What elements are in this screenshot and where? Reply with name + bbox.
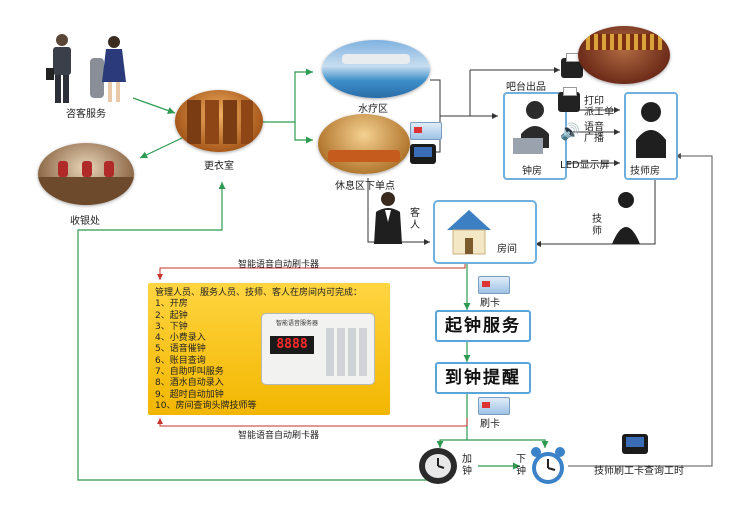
capability-item: 6、账目查询 [155, 355, 206, 366]
cashier-label: 收银处 [70, 216, 100, 227]
arrow-locker-to-cashier [139, 137, 183, 159]
lounge-terminal-icon [410, 144, 436, 164]
locker-room-photo [175, 90, 263, 152]
room-label: 房间 [497, 244, 517, 255]
alarm-clock-icon [531, 447, 565, 484]
guest-service-label: 咨客服务 [66, 109, 106, 120]
bar-photo [578, 26, 670, 84]
room-box: 房间 [433, 200, 537, 264]
add-clock-label: 加钟 [462, 454, 472, 477]
swipe-card-icon-1 [478, 276, 510, 294]
print-ticket-label: 打印派工单 [584, 96, 614, 118]
arrow-loop-to-locker [77, 182, 430, 481]
capability-item: 8、酒水自动录入 [155, 378, 224, 389]
arrow-tech-swipe-loop [568, 153, 713, 467]
end-clock-label: 下钟 [516, 454, 526, 477]
time-reminder-box: 到钟提醒 [435, 362, 531, 394]
card-reader-bottom-label: 智能语音自动刷卡器 [238, 431, 320, 441]
capability-item: 1、开房 [155, 299, 188, 310]
technician-swipe-label: 技师刷工卡查询工时 [594, 466, 684, 477]
led-display-label: LED显示屏 [560, 160, 610, 171]
arrow-locker-to-spa [262, 68, 313, 123]
technician-swipe-terminal-icon [622, 434, 648, 454]
technician-operator-icon [636, 102, 666, 158]
capability-item: 3、下钟 [155, 321, 188, 332]
lounge-card-icon [410, 122, 442, 140]
clock-room-operator-icon [513, 101, 549, 154]
arrow-locker-to-lounge [294, 122, 313, 144]
bracket-spa-lounge [430, 79, 441, 153]
technician-label: 技师 [592, 214, 602, 237]
guest-label: 客人 [410, 208, 420, 231]
clock-room-label: 钟房 [522, 166, 542, 177]
arrow-technician-to-room [535, 180, 656, 247]
lounge-order-label: 休息区下单点 [335, 181, 395, 192]
card-reader-top-label: 智能语音自动刷卡器 [238, 260, 320, 270]
house-icon [447, 210, 491, 255]
capability-item: 10、房间查询头牌技师等 [155, 400, 257, 411]
capability-item: 9、超时自动加钟 [155, 389, 224, 400]
arrow-bottom-to-panel [157, 418, 468, 427]
speaker-icon: 🔊 [560, 122, 580, 141]
capability-list: 管理人员、服务人员、技师、客人在房间内可完成： 1、开房 2、起钟 3、下钟 4… [155, 288, 362, 412]
spa-area-label: 水疗区 [358, 104, 388, 115]
swipe-card-icon-2 [478, 397, 510, 415]
bar-printer-icon [561, 53, 583, 78]
clock-room-box: 钟房 [503, 92, 567, 180]
capability-item: 2、起钟 [155, 310, 188, 321]
lounge-photo [318, 114, 410, 174]
device-keypad [326, 328, 368, 376]
guest-figure-icon [374, 192, 402, 244]
swipe-card-label-1: 刷卡 [480, 298, 500, 309]
arrow-lounge-to-room [367, 178, 430, 245]
dispatch-printer-icon [558, 87, 580, 112]
spa-area-photo [322, 40, 430, 98]
voice-broadcast-label: 语音广播 [584, 122, 604, 144]
capability-item: 7、自助呼叫服务 [155, 367, 224, 378]
cashier-photo [38, 143, 134, 205]
technician-room-label: 技师房 [630, 166, 660, 177]
arrow-room-to-panel [157, 262, 466, 280]
technician-room-box: 技师房 [624, 92, 678, 180]
bar-output-label: 吧台出品 [506, 82, 546, 93]
guest-service-illustration [42, 30, 134, 104]
capability-item: 5、语音催钟 [155, 344, 206, 355]
arrow-guest-to-locker [132, 97, 176, 114]
capability-item: 4、小费录入 [155, 333, 206, 344]
device-label: 智能语音服务器 [276, 320, 319, 327]
swipe-card-label-2: 刷卡 [480, 419, 500, 430]
device-display: 8888 [270, 336, 314, 354]
technician-figure-icon [612, 192, 640, 244]
add-clock-icon [419, 448, 457, 484]
capability-title: 管理人员、服务人员、技师、客人在房间内可完成： [155, 288, 363, 298]
voice-server-device: 智能语音服务器 8888 [261, 313, 375, 385]
start-service-box: 起钟服务 [435, 310, 531, 342]
locker-room-label: 更衣室 [204, 161, 234, 172]
capability-panel: 管理人员、服务人员、技师、客人在房间内可完成： 1、开房 2、起钟 3、下钟 4… [148, 283, 390, 415]
